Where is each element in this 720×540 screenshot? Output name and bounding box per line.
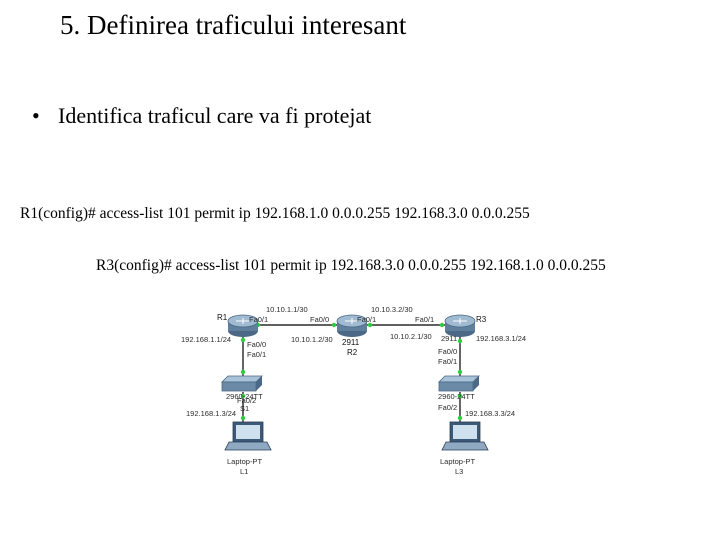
label-l1-ip: 192.168.1.3/24: [186, 409, 236, 418]
bullet-item: • Identifica traficul care va fi protejat: [32, 103, 371, 129]
port-dot: [331, 322, 337, 328]
port-dot: [240, 337, 246, 343]
router-r3-icon[interactable]: [444, 314, 476, 337]
label-r3: R3: [476, 315, 487, 324]
acl-command-r3: R3(config)# access-list 101 permit ip 19…: [96, 257, 606, 274]
label-r2-fa00: Fa0/0: [310, 315, 329, 324]
router-r2-icon[interactable]: [336, 314, 368, 337]
bullet-dot: •: [32, 103, 40, 128]
acl-command-r1: R1(config)# access-list 101 permit ip 19…: [20, 205, 530, 222]
slide-title: 5. Definirea traficului interesant: [60, 10, 407, 40]
port-dot: [367, 322, 373, 328]
label-l3-model: Laptop-PT: [440, 457, 475, 466]
label-s1-fa02: Fa0/2: [237, 396, 256, 405]
port-dot: [457, 338, 463, 344]
port-dot: [240, 415, 246, 421]
port-markers: [240, 322, 463, 421]
label-l1: L1: [240, 467, 248, 476]
router-r1-icon[interactable]: [227, 314, 259, 337]
laptop-l3-icon[interactable]: [441, 421, 489, 451]
label-l1-model: Laptop-PT: [227, 457, 262, 466]
label-r3-wan: 10.10.2.1/30: [390, 332, 432, 341]
label-l3: L3: [455, 467, 463, 476]
label-l3-ip: 192.168.3.3/24: [465, 409, 515, 418]
port-dot: [457, 393, 463, 399]
label-r3-model: 2911: [441, 334, 457, 343]
label-r2-model: 2911: [342, 338, 360, 347]
switch-s3-icon[interactable]: [438, 375, 480, 392]
label-r1-fa01: Fa0/1: [249, 315, 268, 324]
port-dot: [240, 369, 246, 375]
laptop-l1-icon[interactable]: [224, 421, 272, 451]
label-r2-r3-net: 10.10.3.2/30: [371, 305, 413, 314]
label-s1-fa01: Fa0/1: [247, 350, 266, 359]
label-r1: R1: [217, 313, 228, 322]
port-dot: [439, 322, 445, 328]
label-r3-fa01: Fa0/1: [415, 315, 434, 324]
label-s1-model: 2960-24TT: [226, 392, 263, 401]
label-r3-lan: 192.168.3.1/24: [476, 334, 526, 343]
port-dot: [457, 415, 463, 421]
label-r2-fa01: Fa0/1: [357, 315, 376, 324]
label-s3-model: 2960-24TT: [438, 392, 475, 401]
label-r1-r2-net: 10.10.1.1/30: [266, 305, 308, 314]
label-r2: R2: [347, 348, 358, 357]
label-s1: S1: [240, 404, 249, 413]
label-s3-fa01: Fa0/1: [438, 357, 457, 366]
switch-s1-icon[interactable]: [221, 375, 263, 392]
label-r1-fa00: Fa0/0: [247, 340, 266, 349]
port-dot: [240, 393, 246, 399]
label-s3-fa02: Fa0/2: [438, 403, 457, 412]
bullet-text: Identifica traficul care va fi protejat: [58, 103, 372, 128]
label-r1-lan: 192.168.1.1/24: [181, 335, 231, 344]
port-dot: [457, 369, 463, 375]
label-r3-fa00: Fa0/0: [438, 347, 457, 356]
label-r2-wan: 10.10.1.2/30: [291, 335, 333, 344]
